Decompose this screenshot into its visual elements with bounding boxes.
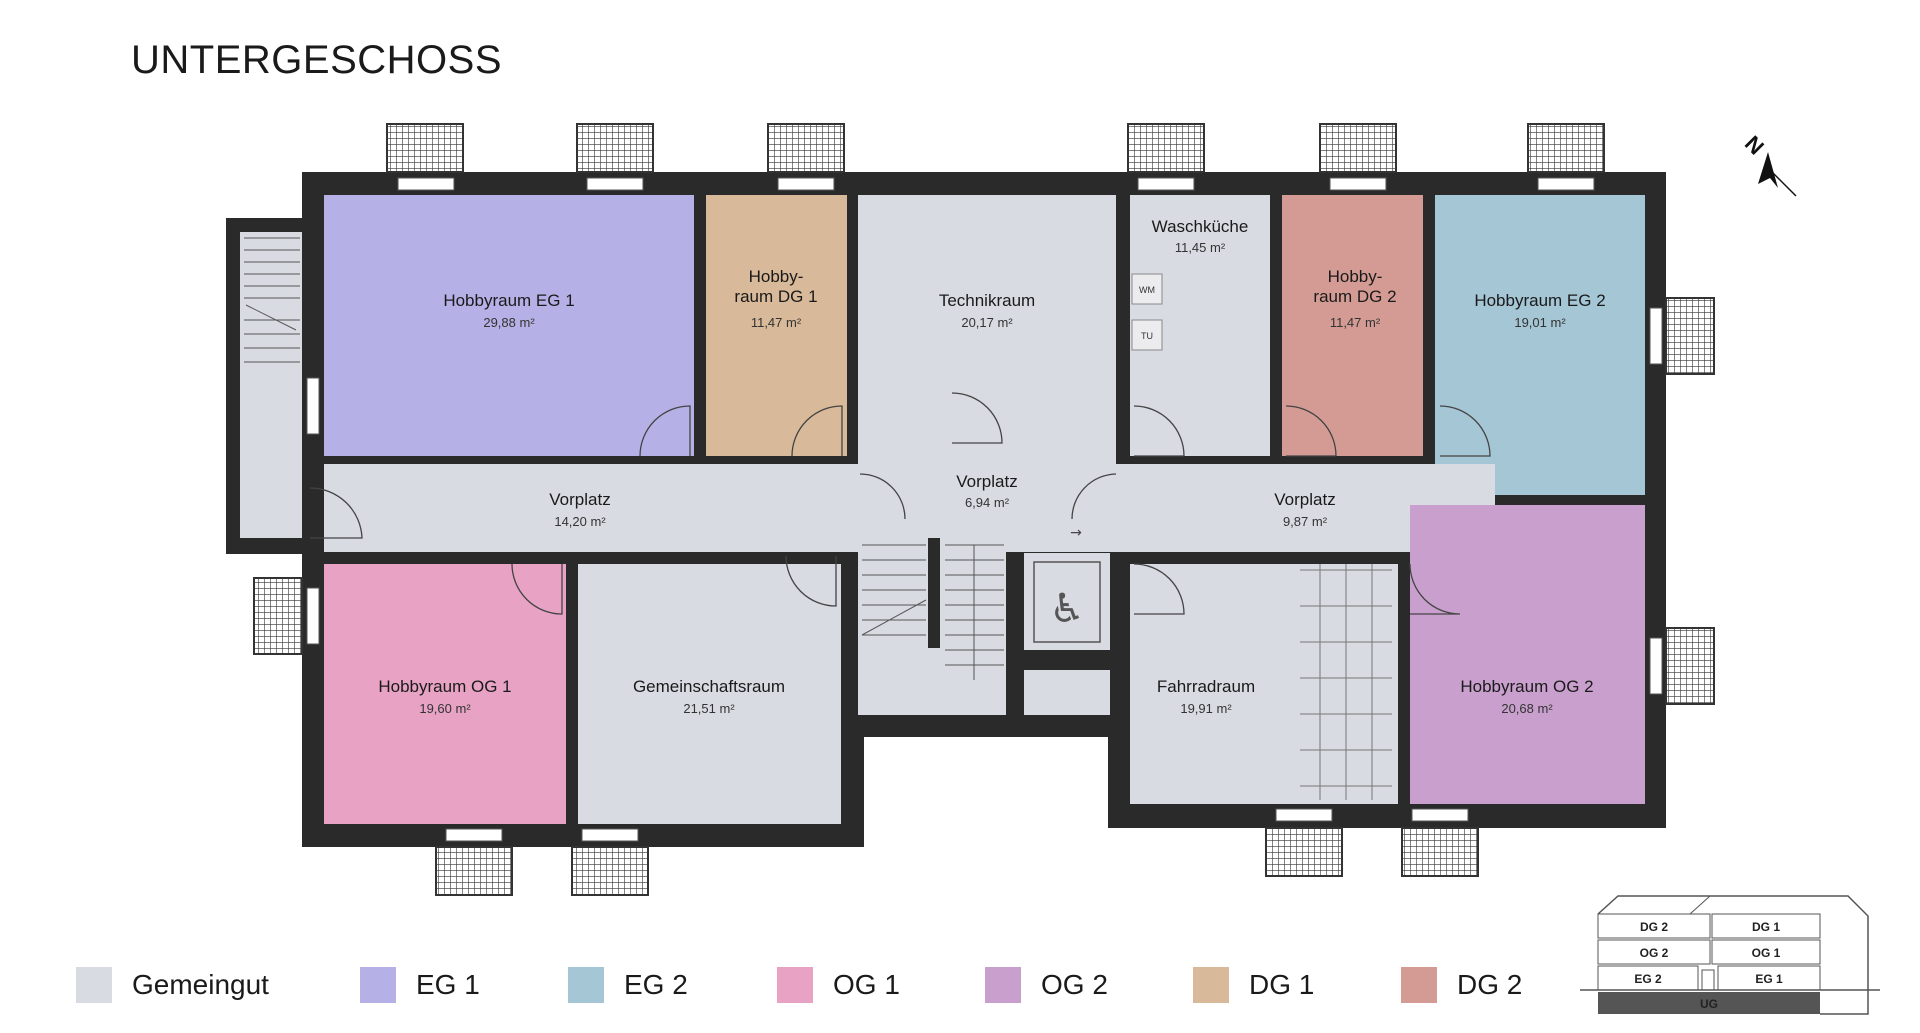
- hobbyraum-eg2-area: 19,01 m²: [1514, 315, 1566, 330]
- key-dg2: DG 2: [1640, 920, 1668, 934]
- room-technikraum: [858, 195, 1116, 443]
- legend-item-gemeingut: Gemeingut: [76, 965, 269, 1005]
- room-gemeinschaftsraum: [578, 564, 841, 824]
- legend-label: EG 1: [416, 969, 480, 1000]
- hobbyraum-dg1-name-1: Hobby-: [749, 267, 804, 286]
- room-vorplatz-mitte: [858, 443, 1116, 543]
- vorplatz-left-area: 14,20 m²: [554, 514, 606, 529]
- legend-item-og2: OG 2: [985, 965, 1108, 1005]
- key-ug: UG: [1700, 997, 1718, 1011]
- hobbyraum-og1-name: Hobbyraum OG 1: [378, 677, 511, 696]
- room-hobbyraum-eg2: [1435, 195, 1645, 495]
- room-hobbyraum-og2: [1410, 505, 1645, 804]
- hobbyraum-og2-area: 20,68 m²: [1501, 701, 1553, 716]
- key-og1: OG 1: [1752, 946, 1781, 960]
- legend-label: OG 2: [1041, 969, 1108, 1000]
- legend-item-eg2: EG 2: [568, 965, 688, 1005]
- staircase: [244, 237, 1004, 680]
- technikraum-area: 20,17 m²: [961, 315, 1013, 330]
- waschkueche-name: Waschküche: [1152, 217, 1249, 236]
- windows: [306, 177, 1663, 842]
- room-hobbyraum-dg1: [706, 195, 847, 456]
- room-hobbyraum-og1: [324, 564, 566, 824]
- laundry-appliances: WM TU: [1131, 273, 1163, 351]
- gemeinschaftsraum-name: Gemeinschaftsraum: [633, 677, 785, 696]
- room-hobbyraum-eg1: [324, 195, 694, 456]
- hobbyraum-dg2-name-1: Hobby-: [1328, 267, 1383, 286]
- vorplatz-mid-area: 6,94 m²: [965, 495, 1010, 510]
- room-lift-unten: [1024, 670, 1110, 715]
- legend-swatch: [777, 967, 813, 1003]
- fahrradraum-area: 19,91 m²: [1180, 701, 1232, 716]
- hobbyraum-eg2-name: Hobbyraum EG 2: [1474, 291, 1605, 310]
- vorplatz-right-area: 9,87 m²: [1283, 514, 1328, 529]
- legend-swatch: [985, 967, 1021, 1003]
- vorplatz-mid-name: Vorplatz: [956, 472, 1017, 491]
- hobbyraum-dg1-name-2: raum DG 1: [734, 287, 817, 306]
- hobbyraum-dg2-name-2: raum DG 2: [1313, 287, 1396, 306]
- compass-icon: N: [1740, 131, 1797, 197]
- hobbyraum-eg1-area: 29,88 m²: [483, 315, 535, 330]
- wheelchair-icon: ♿: [1049, 586, 1085, 632]
- hobbyraum-og1-area: 19,60 m²: [419, 701, 471, 716]
- hobbyraum-dg1-area: 11,47 m²: [751, 315, 802, 330]
- stair-core: [928, 538, 940, 648]
- vorplatz-right-name: Vorplatz: [1274, 490, 1335, 509]
- legend-swatch: [360, 967, 396, 1003]
- compass-label: N: [1740, 131, 1769, 160]
- legend-swatch: [1401, 967, 1437, 1003]
- legend-label: OG 1: [833, 969, 900, 1000]
- hobbyraum-dg2-area: 11,47 m²: [1330, 315, 1381, 330]
- technikraum-name: Technikraum: [939, 291, 1035, 310]
- key-eg1: EG 1: [1755, 972, 1783, 986]
- doors: [309, 392, 1491, 615]
- light-wells: [253, 123, 1715, 896]
- appliance-wm-label: WM: [1139, 285, 1155, 295]
- fahrradraum-name: Fahrradraum: [1157, 677, 1255, 696]
- legend-item-og1: OG 1: [777, 965, 900, 1005]
- legend-item-dg2: DG 2: [1401, 965, 1522, 1005]
- legend-label: DG 2: [1457, 969, 1523, 1000]
- room-hobbyraum-dg2: [1282, 195, 1423, 456]
- page-title: UNTERGESCHOSS: [131, 38, 502, 82]
- vorplatz-left-name: Vorplatz: [549, 490, 610, 509]
- room-lift: [1024, 553, 1110, 650]
- legend-label: Gemeingut: [132, 969, 269, 1000]
- bicycle-racks: [1300, 564, 1392, 800]
- legend-label: EG 2: [624, 969, 688, 1000]
- gemeinschaftsraum-area: 21,51 m²: [683, 701, 735, 716]
- key-eg2: EG 2: [1634, 972, 1662, 986]
- legend-swatch: [76, 967, 112, 1003]
- hobbyraum-eg1-name: Hobbyraum EG 1: [443, 291, 574, 310]
- key-dg1: DG 1: [1752, 920, 1780, 934]
- elevator: ♿ →: [1033, 525, 1101, 643]
- room-fahrradraum: [1130, 564, 1398, 804]
- legend-swatch: [1193, 967, 1229, 1003]
- waschkueche-area: 11,45 m²: [1175, 240, 1226, 255]
- room-treppe-links: [240, 232, 302, 538]
- legend-label: DG 1: [1249, 969, 1315, 1000]
- legend-swatch: [568, 967, 604, 1003]
- hobbyraum-og2-name: Hobbyraum OG 2: [1460, 677, 1593, 696]
- legend-item-dg1: DG 1: [1193, 965, 1314, 1005]
- building-section-key: DG 2 DG 1 OG 2 OG 1 EG 2 EG 1 UG: [1580, 895, 1880, 1015]
- appliance-tu-label: TU: [1141, 331, 1153, 341]
- legend-item-eg1: EG 1: [360, 965, 480, 1005]
- key-og2: OG 2: [1640, 946, 1669, 960]
- arrow-icon: →: [1070, 525, 1082, 541]
